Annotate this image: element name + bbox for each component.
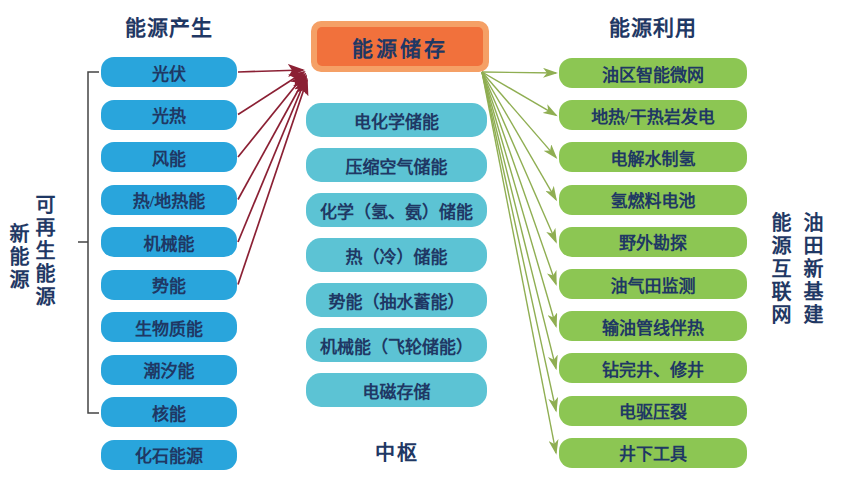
right-side-label-oilfield-infra: 油田新基建 [802,212,822,327]
left-side-label-new-energy: 新能源 [8,223,28,292]
left-side-label-renewable: 可再生能源 [34,194,54,309]
center-footer-label: 中枢 [375,437,419,466]
source-energy-box: 机械能 [101,227,237,257]
source-energy-box: 潮汐能 [101,355,237,385]
source-energy-box: 生物质能 [101,312,237,342]
storage-type-box: 势能（抽水蓄能） [306,283,487,317]
application-box: 地热/干热岩发电 [559,100,747,130]
application-box: 氢燃料电池 [559,185,747,215]
source-energy-box: 风能 [101,142,237,172]
storage-type-box: 电化学储能 [306,103,487,137]
storage-type-box: 机械能（飞轮储能） [306,328,487,362]
source-energy-box: 势能 [101,270,237,300]
source-energy-box: 热/地热能 [101,185,237,215]
storage-type-box: 电磁存储 [306,373,487,407]
right-side-label-energy-internet: 能源互联网 [770,212,790,327]
application-box: 野外勘探 [559,227,747,257]
application-box: 钻完井、修井 [559,353,747,383]
application-box: 电解水制氢 [559,142,747,172]
application-box: 输油管线伴热 [559,311,747,341]
source-energy-box: 光热 [101,100,237,130]
energy-storage-title: 能源储存 [352,32,448,62]
storage-type-box: 压缩空气储能 [306,148,487,182]
application-box: 油气田监测 [559,269,747,299]
source-energy-box: 化石能源 [101,440,237,470]
application-box: 井下工具 [559,438,747,468]
source-energy-box: 核能 [101,397,237,427]
storage-type-box: 热（冷）储能 [306,238,487,272]
application-box: 油区智能微网 [559,58,747,88]
application-box: 电驱压裂 [559,396,747,426]
storage-type-box: 化学（氢、氨）储能 [306,193,487,227]
right-column-header: 能源利用 [559,11,747,41]
left-column-header: 能源产生 [101,11,237,41]
energy-storage-box: 能源储存 [311,21,489,72]
source-energy-box: 光伏 [101,57,237,87]
